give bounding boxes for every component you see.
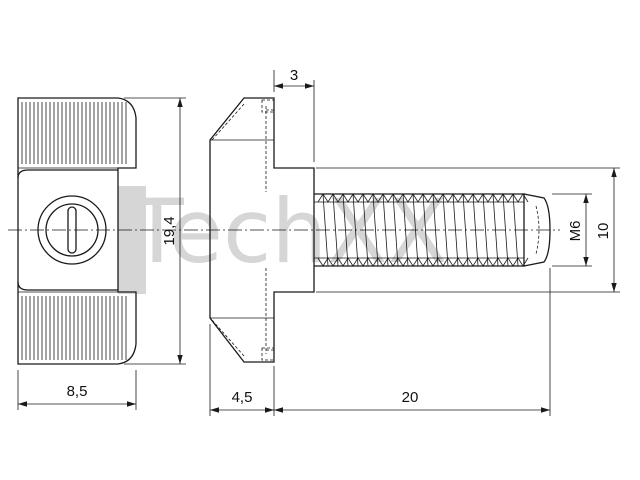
label-head-length: 4,5 [232,389,253,406]
thread-flank [392,193,399,267]
thread-zigzag [317,193,529,267]
dimensions: 8,5 19,4 3 4,5 20 M6 10 [17,67,620,416]
thread-flank [382,193,389,267]
t-nut-view [8,97,560,365]
thread-flank [502,193,509,267]
knurl-top [21,102,127,164]
t-bolt-view [209,97,551,363]
thread-flank [352,193,359,267]
thread-flank [322,193,329,267]
thread-flank [362,193,369,267]
knurl-bottom [21,296,127,360]
thread-flank [342,193,349,267]
thread-tip [523,193,551,267]
thread-flank [422,193,429,267]
head-hidden-lines [211,103,274,357]
shank-outline [314,193,525,267]
thread-flank [402,193,409,267]
label-thread: M6 [567,221,584,242]
thread-flank [372,193,379,267]
watermark-bar [118,186,146,294]
thread-profile [317,257,529,267]
thread-flank [452,193,459,267]
thread-flank [432,193,439,267]
head-outline [209,97,315,363]
thread-flank [512,193,519,267]
thread-flank [332,193,339,267]
label-head-diameter: 10 [595,223,612,240]
thread-flank [412,193,419,267]
thread-flank [482,193,489,267]
label-nut-width: 8,5 [67,383,88,400]
thread-flank [442,193,449,267]
t-nut-neck [17,169,118,291]
label-nut-height: 19,4 [161,216,178,245]
thread-flank [492,193,499,267]
thread-flank [462,193,469,267]
label-head-thickness: 3 [290,67,298,84]
head-hidden-bottom [261,347,275,361]
thread-flank [472,193,479,267]
label-shank-length: 20 [402,389,419,406]
head-hidden-top [261,99,275,113]
